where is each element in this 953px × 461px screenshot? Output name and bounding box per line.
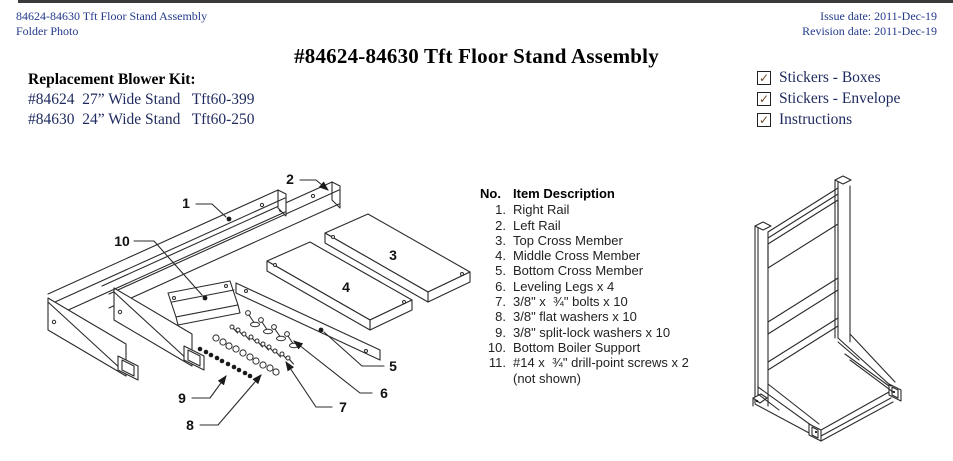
- parts-list-row: 3. Top Cross Member: [480, 233, 720, 248]
- page-title: #84624-84630 Tft Floor Stand Assembly: [294, 44, 659, 68]
- item-desc: Bottom Cross Member: [513, 263, 644, 279]
- issue-date: Issue date: 2011-Dec-19: [820, 9, 937, 23]
- item-no: 7.: [495, 294, 506, 310]
- callout-10: 10: [114, 233, 130, 249]
- checklist-label: Stickers - Boxes: [779, 69, 881, 86]
- item-no: 4.: [495, 248, 506, 264]
- item-no: 5.: [495, 263, 506, 279]
- doc-type: Folder Photo: [16, 24, 79, 38]
- item-desc: Right Rail: [513, 202, 570, 218]
- checklist-label: Stickers - Envelope: [779, 90, 901, 107]
- part-flat-washers: [212, 334, 280, 376]
- checkbox-checked-icon: ✓: [757, 92, 771, 106]
- item-no: 1.: [495, 202, 506, 218]
- callout-1: 1: [182, 195, 190, 211]
- item-no: 11.: [488, 355, 506, 371]
- kit-heading: Replacement Blower Kit:: [28, 71, 196, 88]
- item-desc: Leveling Legs x 4: [513, 278, 615, 294]
- parts-list-row: 2. Left Rail: [480, 218, 720, 233]
- item-desc: Left Rail: [513, 217, 561, 233]
- assembled-stand-drawing: [752, 175, 902, 442]
- parts-list-row: 5. Bottom Cross Member: [480, 263, 720, 278]
- callout-3: 3: [389, 247, 397, 263]
- item-desc: 3/8" x ¾" bolts x 10: [513, 294, 628, 310]
- parts-list-row: 4. Middle Cross Member: [480, 248, 720, 263]
- item-desc: Top Cross Member: [513, 232, 623, 248]
- parts-list-header: No. Item Description: [480, 186, 720, 201]
- parts-list-row: 11. #14 x ¾" drill-point screws x 2: [480, 355, 720, 370]
- checkbox-checked-icon: ✓: [757, 113, 771, 127]
- item-desc: Middle Cross Member: [513, 248, 641, 264]
- parts-list-row: 9. 3/8" split-lock washers x 10: [480, 325, 720, 340]
- part-leveling-legs: [245, 310, 300, 349]
- checklist-label: Instructions: [779, 111, 853, 128]
- revision-date: Revision date: 2011-Dec-19: [802, 24, 937, 38]
- parts-list: No. Item Description 1. Right Rail 2. Left…: [480, 186, 720, 386]
- parts-list-row: 1. Right Rail: [480, 202, 720, 217]
- page-top-edge: [18, 0, 953, 3]
- callout-2: 2: [286, 171, 294, 187]
- checklist-row: ✓ Stickers - Boxes: [757, 68, 900, 88]
- callout-5: 5: [389, 358, 397, 374]
- doc-header-right: Issue date: 2011-Dec-19 Revision date: 2…: [802, 9, 937, 39]
- item-no: 10.: [487, 339, 506, 355]
- col-no: No.: [480, 186, 501, 201]
- callout-8: 8: [186, 417, 194, 433]
- replacement-kit-block: Replacement Blower Kit: #84624 27” Wide …: [28, 70, 255, 130]
- parts-list-row: 6. Leveling Legs x 4: [480, 279, 720, 294]
- doc-header-left: 84624-84630 Tft Floor Stand Assembly Fol…: [16, 9, 207, 39]
- checklist-row: ✓ Instructions: [757, 110, 900, 130]
- item-desc: #14 x ¾" drill-point screws x 2: [513, 355, 689, 371]
- checkbox-checked-icon: ✓: [757, 71, 771, 85]
- part-right-rail: [47, 189, 287, 381]
- item-desc: 3/8" flat washers x 10: [513, 309, 637, 325]
- item-desc: Bottom Boiler Support: [513, 339, 641, 355]
- parts-list-row: 10. Bottom Boiler Support: [480, 340, 720, 355]
- stand-frame: [752, 175, 902, 442]
- part-bottom-cross-member: [235, 282, 381, 361]
- item-no: 2.: [495, 217, 506, 233]
- exploded-parts-diagram: 1 2 3 4 5 6 7 8 9 10: [47, 171, 471, 433]
- callout-9: 9: [178, 390, 186, 406]
- doc-number: 84624-84630 Tft Floor Stand Assembly: [16, 9, 208, 23]
- part-bolts: [229, 324, 295, 365]
- kit-line: #84624 27” Wide Stand Tft60-399: [28, 91, 255, 108]
- item-no: 6.: [495, 278, 506, 294]
- parts-list-row: 8. 3/8" flat washers x 10: [480, 309, 720, 324]
- callout-6: 6: [380, 385, 388, 401]
- callout-4: 4: [342, 279, 350, 295]
- kit-line: #84630 24” Wide Stand Tft60-250: [28, 111, 255, 128]
- callout-leaders: [133, 179, 385, 426]
- col-description: Item Description: [513, 186, 615, 201]
- part-left-rail: [101, 181, 341, 371]
- checklist: ✓ Stickers - Boxes ✓ Stickers - Envelope…: [757, 68, 900, 131]
- part-top-cross-member: [324, 213, 471, 303]
- parts-list-row: 7. 3/8" x ¾" bolts x 10: [480, 294, 720, 309]
- callout-7: 7: [339, 399, 347, 415]
- item-no: 9.: [495, 324, 506, 340]
- item-desc: 3/8" split-lock washers x 10: [513, 324, 671, 340]
- item-note: (not shown): [513, 370, 581, 386]
- item-no: 3.: [495, 232, 506, 248]
- checklist-row: ✓ Stickers - Envelope: [757, 89, 900, 109]
- part-bottom-boiler-support: [167, 280, 241, 326]
- item-no: 8.: [495, 309, 506, 325]
- part-middle-cross-member: [266, 241, 413, 331]
